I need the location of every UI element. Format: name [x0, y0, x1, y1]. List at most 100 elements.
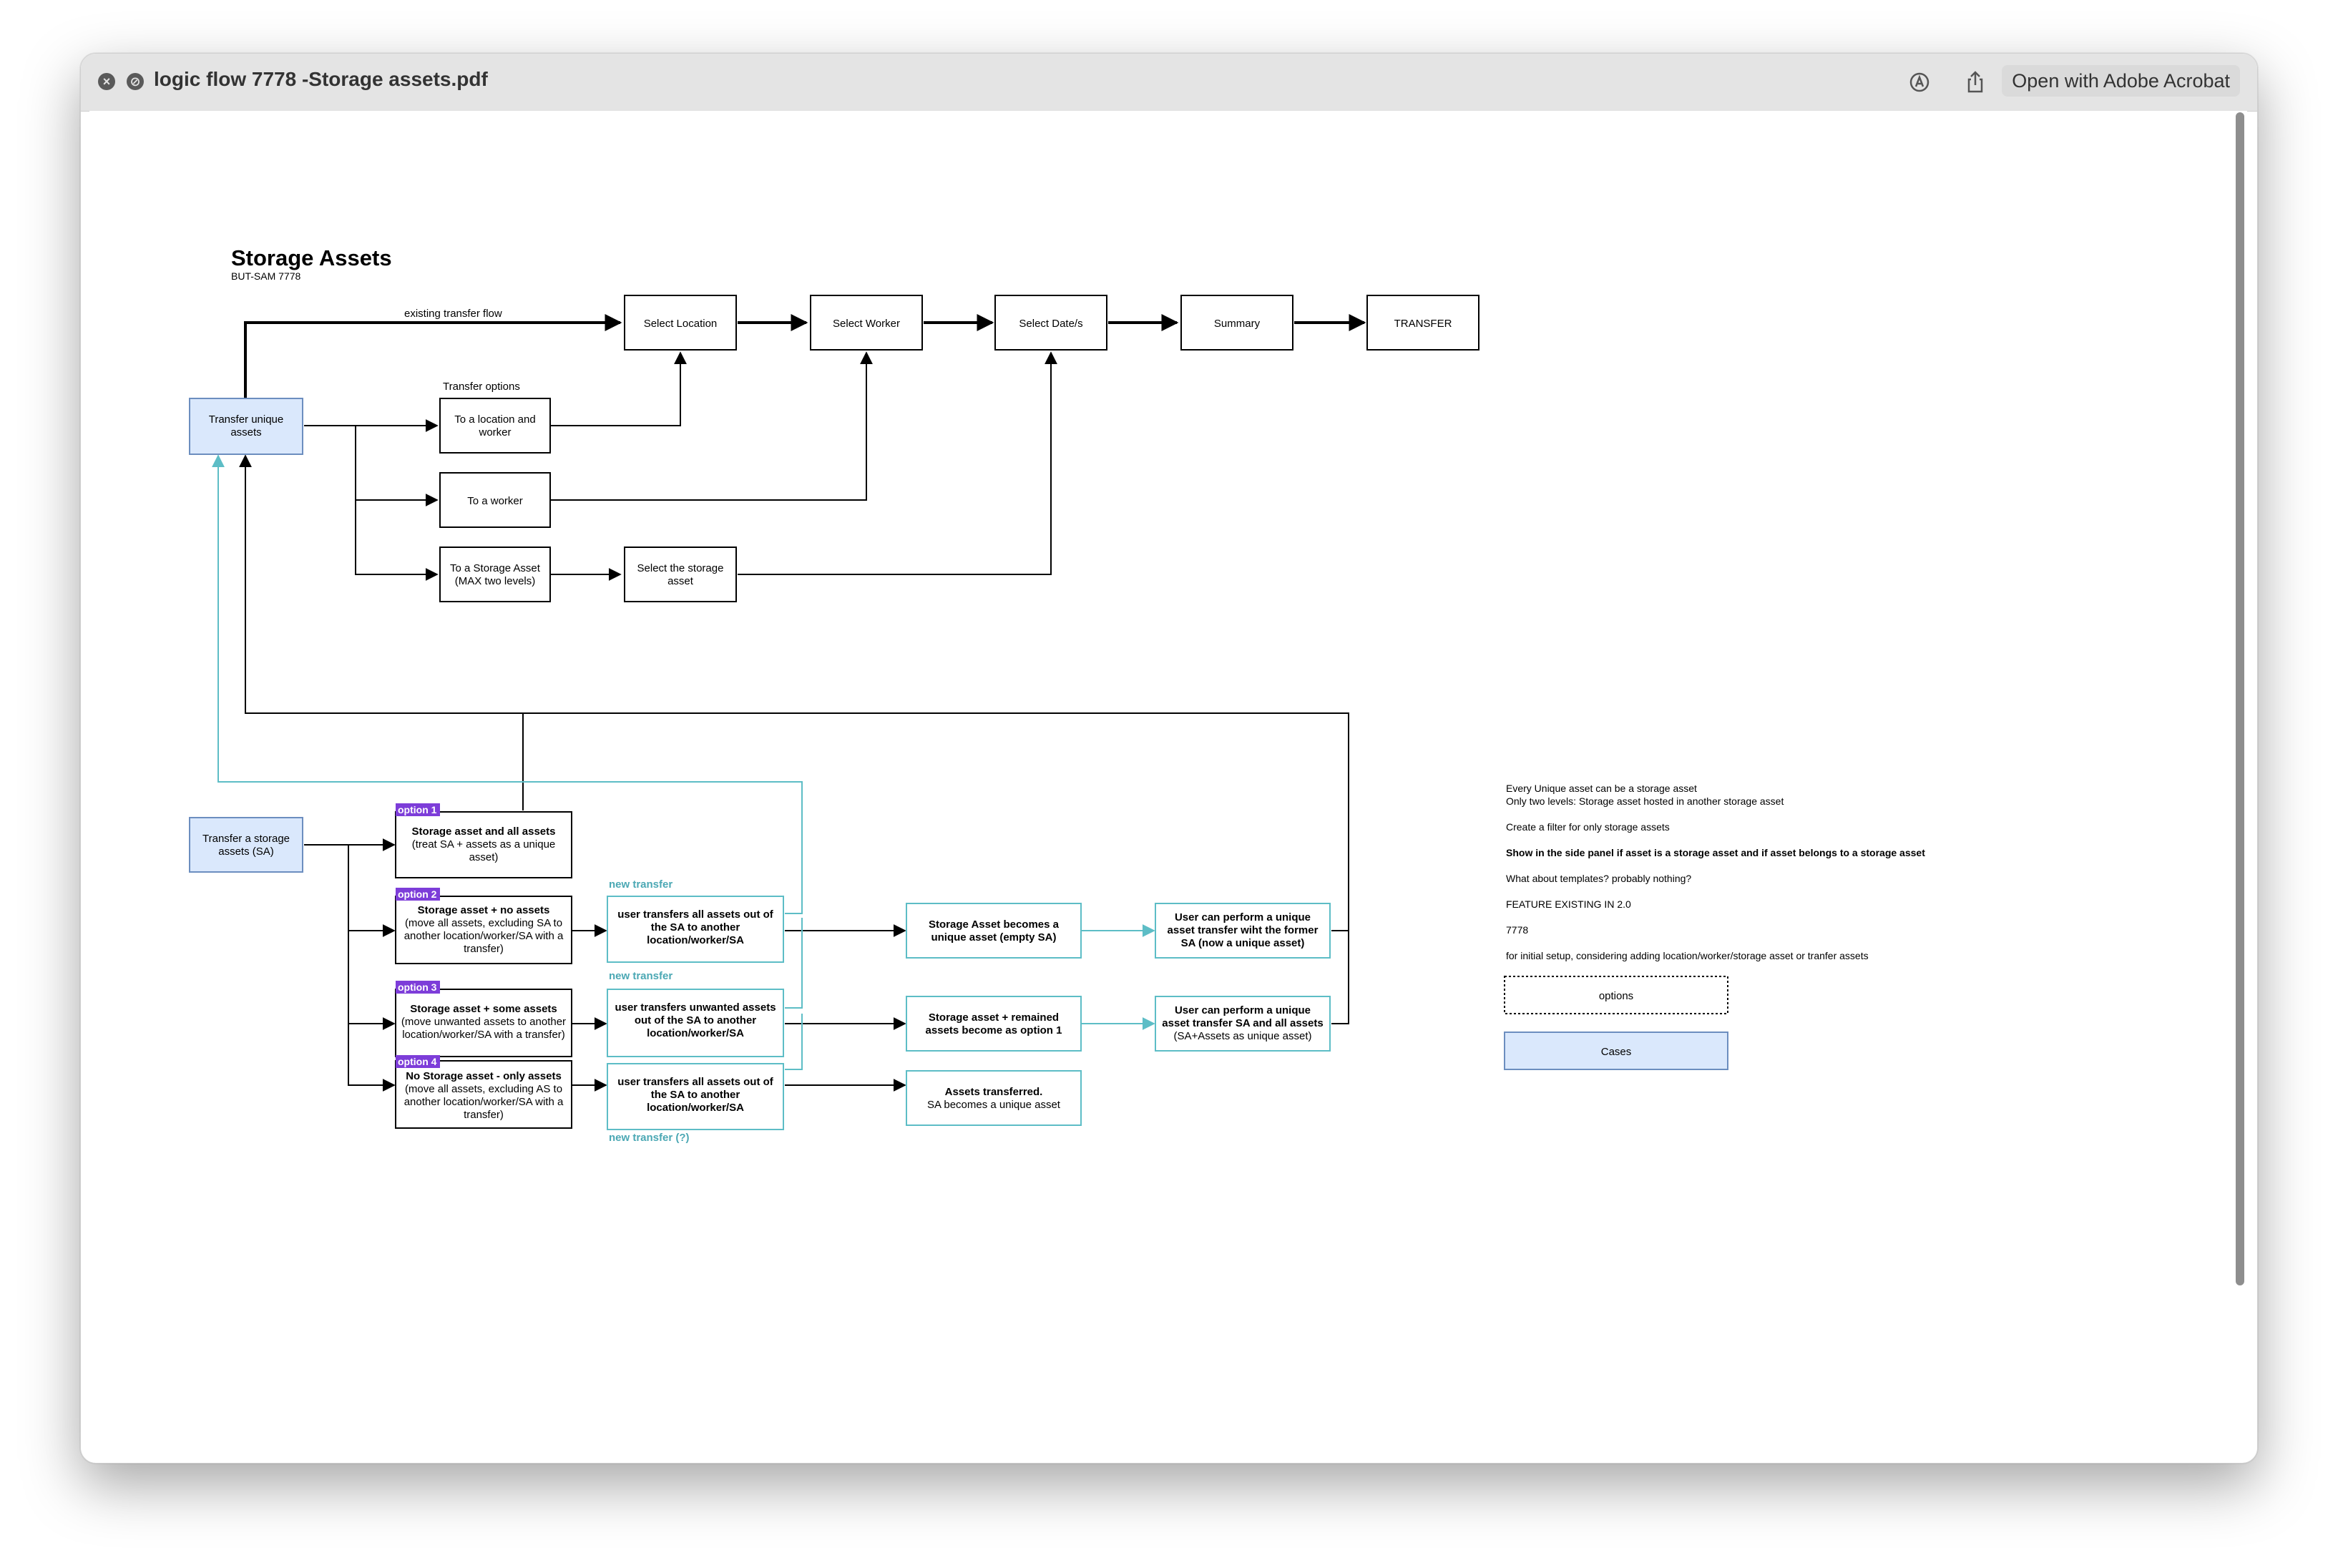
node-select-dates: Select Date/s	[994, 295, 1107, 351]
svg-text:asset transfer wiht the former: asset transfer wiht the former	[1168, 924, 1319, 936]
svg-text:To a worker: To a worker	[467, 495, 523, 507]
flow-diagram: Storage Assets BUT-SAM 7778	[189, 245, 1925, 1144]
svg-text:(move unwanted assets to anoth: (move unwanted assets to another	[401, 1016, 566, 1028]
option-3-box: option 3 Storage asset + some assets (mo…	[395, 981, 572, 1057]
note: Create a filter for only storage assets	[1506, 821, 1670, 833]
svg-text:(move all assets, excluding SA: (move all assets, excluding SA to	[405, 917, 562, 929]
svg-text:worker: worker	[478, 426, 511, 438]
svg-text:option 2: option 2	[398, 888, 437, 900]
notes: Every Unique asset can be a storage asse…	[1506, 783, 1925, 961]
close-icon[interactable]: ×	[98, 73, 115, 90]
svg-text:No Storage asset - only assets: No Storage asset - only assets	[406, 1070, 562, 1082]
svg-text:option 4: option 4	[398, 1056, 437, 1067]
svg-text:TRANSFER: TRANSFER	[1394, 318, 1452, 330]
markup-pen-icon[interactable]	[1907, 69, 1932, 95]
svg-text:Transfer a storage: Transfer a storage	[202, 833, 290, 845]
node-to-location: To a location and worker	[439, 398, 551, 454]
svg-text:Select Worker: Select Worker	[833, 318, 900, 330]
legend-options: options	[1504, 976, 1728, 1014]
svg-text:Storage asset + some assets: Storage asset + some assets	[410, 1003, 557, 1015]
svg-text:Assets transferred.: Assets transferred.	[945, 1086, 1043, 1098]
node-transfer-unique: Transfer unique assets	[189, 398, 303, 455]
svg-text:transfer): transfer)	[464, 1109, 504, 1121]
new-transfer-label: new transfer	[609, 970, 672, 982]
vertical-scrollbar[interactable]	[2236, 112, 2244, 1285]
node-select-location: Select Location	[624, 295, 737, 351]
legend-cases: Cases	[1504, 1032, 1728, 1070]
node-summary: Summary	[1180, 295, 1293, 351]
preview-window: × ⊘ logic flow 7778 -Storage assets.pdf …	[80, 53, 2258, 1464]
svg-text:the SA to another: the SA to another	[651, 921, 740, 934]
note: What about templates? probably nothing?	[1506, 873, 1691, 884]
transfer-options-label: Transfer options	[443, 381, 520, 393]
new-transfer-label: new transfer	[609, 878, 672, 891]
node-select-storage: Select the storage asset	[624, 547, 737, 602]
note: Show in the side panel if asset is a sto…	[1506, 847, 1925, 858]
followup-box: User can perform a unique asset transfer…	[1155, 903, 1331, 959]
svg-text:asset): asset)	[469, 851, 499, 863]
svg-text:asset transfer SA and all asse: asset transfer SA and all assets	[1162, 1017, 1323, 1029]
node-transfer: TRANSFER	[1366, 295, 1479, 351]
svg-text:location/worker/SA with a tran: location/worker/SA with a transfer)	[402, 1029, 565, 1041]
title-bar: × ⊘ logic flow 7778 -Storage assets.pdf …	[81, 54, 2257, 112]
svg-text:location/worker/SA: location/worker/SA	[647, 1027, 744, 1039]
user-transfer-box: user transfers unwanted assets out of th…	[607, 989, 784, 1057]
note: 7778	[1506, 924, 1528, 936]
svg-text:Storage Asset becomes a: Storage Asset becomes a	[929, 918, 1060, 931]
svg-text:To a location and: To a location and	[454, 413, 535, 426]
slash-circle-icon[interactable]: ⊘	[127, 73, 144, 90]
node-to-worker: To a worker	[439, 472, 551, 528]
note: FEATURE EXISTING IN 2.0	[1506, 898, 1631, 910]
result-box: Assets transferred. SA becomes a unique …	[906, 1070, 1082, 1126]
svg-text:Storage asset and all assets: Storage asset and all assets	[412, 825, 556, 838]
result-box: Storage Asset becomes a unique asset (em…	[906, 903, 1082, 959]
user-transfer-box: user transfers all assets out of the SA …	[607, 896, 784, 963]
option-4-box: option 4 No Storage asset - only assets …	[395, 1055, 572, 1129]
svg-text:option 3: option 3	[398, 981, 437, 993]
node-transfer-sa: Transfer a storage assets (SA)	[189, 817, 303, 873]
svg-text:options: options	[1599, 990, 1633, 1002]
svg-text:the SA to another: the SA to another	[651, 1089, 740, 1101]
existing-flow-label: existing transfer flow	[404, 308, 502, 320]
svg-text:unique asset (empty SA): unique asset (empty SA)	[931, 931, 1056, 944]
svg-text:Storage asset + no assets: Storage asset + no assets	[418, 904, 550, 916]
svg-text:out of the SA to another: out of the SA to another	[635, 1014, 756, 1026]
svg-text:(SA+Assets as unique asset): (SA+Assets as unique asset)	[1173, 1030, 1311, 1042]
followup-box: User can perform a unique asset transfer…	[1155, 996, 1331, 1052]
open-with-acrobat-button[interactable]: Open with Adobe Acrobat	[2002, 65, 2240, 97]
share-icon[interactable]	[1962, 69, 1988, 95]
svg-text:location/worker/SA: location/worker/SA	[647, 934, 744, 946]
doc-title: Storage Assets	[231, 245, 392, 270]
option-2-box: option 2 Storage asset + no assets (move…	[395, 888, 572, 964]
svg-text:User can perform a unique: User can perform a unique	[1175, 1004, 1311, 1016]
svg-text:assets become as option 1: assets become as option 1	[926, 1024, 1062, 1037]
node-select-worker: Select Worker	[810, 295, 923, 351]
svg-text:SA becomes a unique asset: SA becomes a unique asset	[927, 1099, 1061, 1111]
svg-text:(move all assets, excluding AS: (move all assets, excluding AS to	[405, 1083, 562, 1095]
svg-text:Storage asset + remained: Storage asset + remained	[929, 1011, 1059, 1024]
svg-text:user transfers all assets out: user transfers all assets out of	[617, 1076, 774, 1088]
svg-text:Summary: Summary	[1214, 318, 1261, 330]
svg-text:option 1: option 1	[398, 804, 437, 815]
svg-text:Transfer unique: Transfer unique	[209, 413, 284, 426]
svg-text:(MAX two levels): (MAX two levels)	[455, 575, 536, 587]
pdf-page: Storage Assets BUT-SAM 7778	[89, 111, 2247, 1453]
svg-text:User can perform a unique: User can perform a unique	[1175, 911, 1311, 923]
svg-text:another location/worker/SA wit: another location/worker/SA with a	[404, 1096, 564, 1108]
svg-text:asset: asset	[667, 575, 694, 587]
result-box: Storage asset + remained assets become a…	[906, 996, 1082, 1052]
svg-text:location/worker/SA: location/worker/SA	[647, 1102, 744, 1114]
doc-subtitle: BUT-SAM 7778	[231, 270, 300, 282]
svg-text:Select Location: Select Location	[644, 318, 718, 330]
note: Every Unique asset can be a storage asse…	[1506, 783, 1697, 794]
svg-text:To a Storage Asset: To a Storage Asset	[450, 562, 541, 574]
svg-text:Cases: Cases	[1601, 1046, 1632, 1058]
svg-text:Select the storage: Select the storage	[637, 562, 724, 574]
svg-text:transfer): transfer)	[464, 943, 504, 955]
note: Only two levels: Storage asset hosted in…	[1506, 795, 1784, 807]
svg-text:assets (SA): assets (SA)	[218, 846, 274, 858]
svg-text:user transfers all assets out: user transfers all assets out of	[617, 908, 774, 921]
option-1-box: option 1 Storage asset and all assets (t…	[395, 803, 572, 878]
node-to-storage-asset: To a Storage Asset (MAX two levels)	[439, 547, 551, 602]
window-title: logic flow 7778 -Storage assets.pdf	[154, 68, 488, 90]
